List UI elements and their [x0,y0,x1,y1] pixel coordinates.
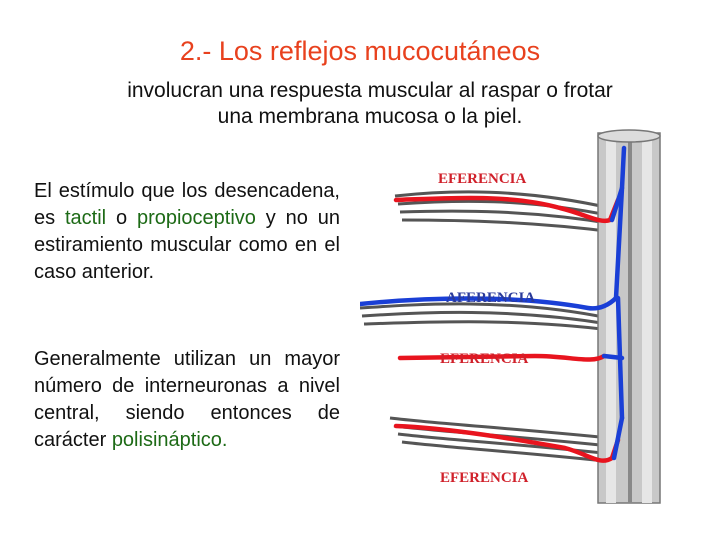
paragraph-text: Generalmente utilizan un mayor número de… [34,348,340,451]
efferent-fibers [393,195,621,463]
reflex-diagram: EFERENCIA AFERENCIA EFERENCIA EFERENCIA [360,128,700,508]
highlight-polisinaptico: polisináptico. [111,429,228,451]
highlight-tactil: tactil [64,207,107,229]
afferent-fibers [360,145,627,461]
paragraph-text: o [106,207,137,229]
subtitle-line-1: involucran una respuesta muscular al ras… [127,79,613,102]
paragraph-stimulus: El estímulo que los desencadena, es tact… [34,178,340,286]
label-eferencia-middle: EFERENCIA [440,351,529,367]
label-eferencia-top: EFERENCIA [438,171,527,187]
reflex-diagram-svg: EFERENCIA AFERENCIA EFERENCIA EFERENCIA [360,129,661,504]
slide-subtitle: involucran una respuesta muscular al ras… [60,78,680,130]
spinal-cord [597,129,661,504]
label-aferencia: AFERENCIA [446,290,535,306]
label-eferencia-bottom: EFERENCIA [440,470,529,486]
paragraph-interneurons: Generalmente utilizan un mayor número de… [34,346,340,454]
nerve-bundle-top [394,190,615,234]
paragraph-text: El estímulo que los desencadena, es [34,180,340,229]
highlight-propioceptivo: propioceptivo [136,207,256,229]
slide-title: 2.- Los reflejos mucocutáneos [179,36,541,66]
subtitle-line-2: una membrana mucosa o la piel. [217,105,523,128]
paragraph-text: y no un estiramiento muscular como en el… [34,207,340,283]
nerve-bundle-middle [360,302,611,332]
